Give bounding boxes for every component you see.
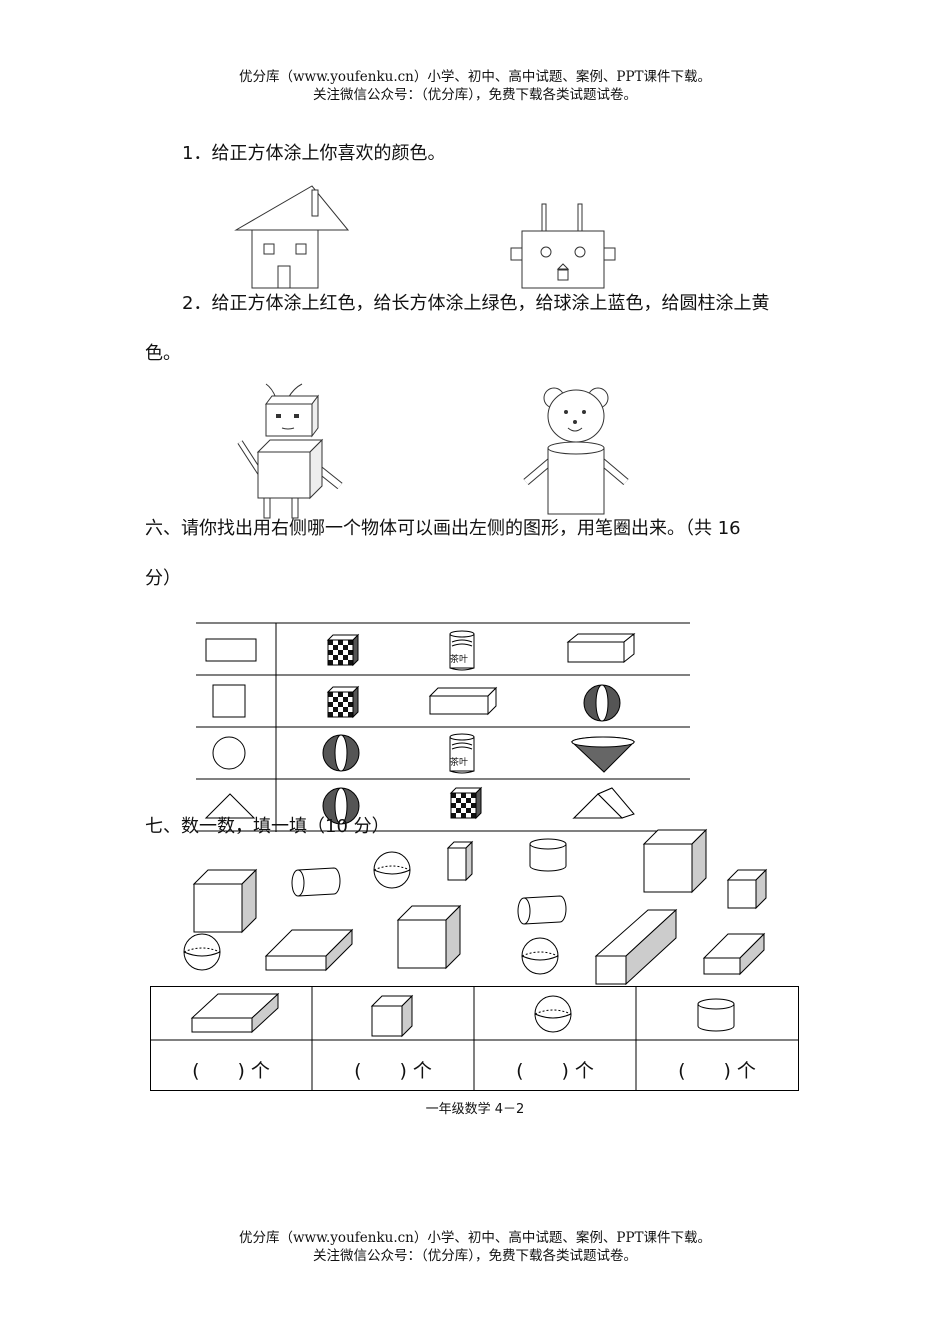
- section-6-line-1: 六、请你找出用右侧哪一个物体可以画出左侧的图形，用笔圈出来。（共 16: [145, 518, 741, 539]
- section-6-table: [196, 622, 690, 832]
- striped-ball: [322, 734, 360, 772]
- bottom-header-line-2: 关注微信公众号：（优分库），免费下载各类试题试卷。: [313, 1248, 637, 1264]
- striped-ball: [322, 787, 360, 825]
- triangular-prism: [572, 787, 635, 820]
- sphere: [521, 937, 559, 975]
- count-cube: [370, 994, 414, 1038]
- striped-ball: [583, 684, 621, 722]
- question-2-line-1: 2．给正方体涂上红色，给长方体涂上绿色，给球涂上蓝色，给圆柱涂上黄: [182, 293, 770, 314]
- long-cuboid: [594, 908, 678, 986]
- cube: [642, 828, 708, 894]
- count-sphere: [534, 995, 572, 1033]
- header-line-2: 关注微信公众号：（优分库），免费下载各类试题试卷。: [313, 87, 637, 103]
- bear-figure: [523, 387, 629, 515]
- cylinder-lying: [291, 867, 341, 897]
- rectangle-shape: [205, 638, 257, 662]
- tea-can: [449, 733, 475, 774]
- page-footer: 一年级数学 4－2: [425, 1102, 525, 1117]
- cuboid: [566, 632, 636, 664]
- bottom-header-line-1: 优分库（www.youfenku.cn）小学、初中、高中试题、案例、PPT课件下…: [238, 1230, 712, 1246]
- question-2-line-2: 色。: [145, 343, 181, 364]
- cube: [192, 868, 258, 934]
- small-cuboid-tall: [446, 840, 474, 882]
- count-blank-cube[interactable]: ( ) 个: [354, 1060, 432, 1082]
- circle-shape: [212, 736, 246, 770]
- box-face-figure: [510, 203, 616, 289]
- cone: [570, 736, 636, 773]
- header-line-1: 优分库（www.youfenku.cn）小学、初中、高中试题、案例、PPT课件下…: [238, 69, 712, 85]
- cylinder-lying: [517, 895, 567, 925]
- count-blank-cylinder[interactable]: ( ) 个: [678, 1060, 756, 1082]
- robot-figure: [237, 383, 343, 519]
- sphere: [183, 933, 221, 971]
- flat-cuboid: [702, 932, 766, 976]
- checkered-cube: [449, 786, 483, 820]
- square-shape: [212, 684, 246, 718]
- count-blank-cuboid[interactable]: ( ) 个: [192, 1060, 270, 1082]
- sphere: [373, 851, 411, 889]
- tea-can: [449, 630, 475, 671]
- section-7-title: 七、数一数，填一填（10 分）: [145, 816, 390, 837]
- tea-can-label: 茶叶: [450, 655, 469, 665]
- count-cylinder: [697, 998, 735, 1032]
- checkered-cube: [326, 633, 360, 667]
- count-blank-sphere[interactable]: ( ) 个: [516, 1060, 594, 1082]
- small-cube: [726, 868, 768, 910]
- flat-cuboid: [264, 928, 354, 972]
- cuboid: [428, 686, 498, 716]
- cylinder-standing: [529, 838, 567, 872]
- count-flat-cuboid: [190, 992, 280, 1034]
- tea-can-label: 茶叶: [450, 758, 469, 768]
- cube: [396, 904, 462, 970]
- house-figure: [234, 185, 350, 289]
- count-table: [150, 986, 799, 1091]
- question-1: 1．给正方体涂上你喜欢的颜色。: [182, 143, 446, 164]
- triangle-shape: [204, 793, 256, 819]
- section-6-line-2: 分）: [145, 568, 181, 589]
- checkered-cube: [326, 685, 360, 719]
